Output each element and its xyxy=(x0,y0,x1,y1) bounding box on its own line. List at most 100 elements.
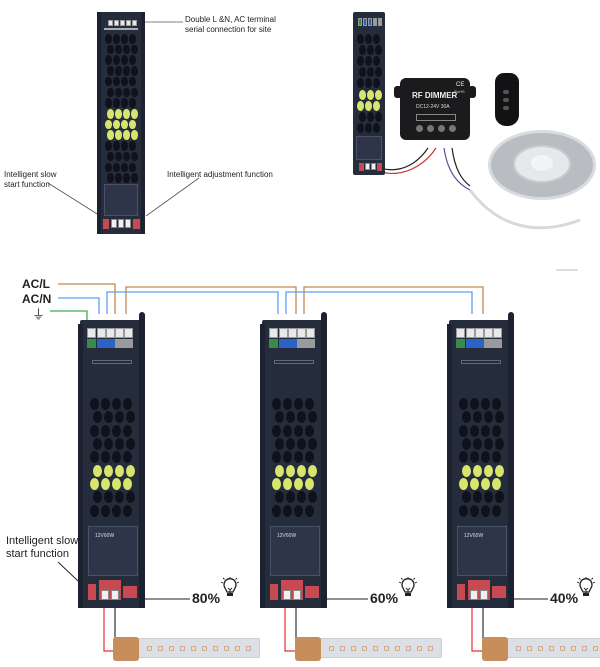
vent-hole xyxy=(296,411,306,424)
vent-hole xyxy=(373,122,380,133)
spec-label xyxy=(356,136,382,160)
vent-hole xyxy=(359,111,366,122)
vent-hole xyxy=(103,464,113,477)
vent-hole xyxy=(274,411,284,424)
vent-hole xyxy=(131,173,138,183)
vent-hole xyxy=(294,451,304,464)
vent-hole xyxy=(307,464,317,477)
live-terminal xyxy=(306,328,315,338)
neutral-terminal xyxy=(279,328,288,338)
led-chip xyxy=(191,646,196,651)
led-driver: 12V60W xyxy=(78,312,145,608)
vent-grid xyxy=(90,398,135,518)
vent-hole xyxy=(481,398,491,410)
vent-hole xyxy=(107,44,114,55)
psu-flange-right xyxy=(139,312,145,608)
led-chip xyxy=(224,646,229,651)
output-terminal-pos xyxy=(283,590,291,600)
led-chip xyxy=(329,646,334,651)
psu-flange-right xyxy=(141,12,145,234)
vent-hole xyxy=(305,504,315,517)
vent-hole xyxy=(461,411,471,424)
vent-hole xyxy=(481,504,491,517)
vent-hole xyxy=(101,504,111,517)
led-chip xyxy=(417,646,422,651)
vent-hole xyxy=(483,464,493,477)
dim-level-3: 40% xyxy=(550,590,579,606)
strip-tail xyxy=(468,189,581,230)
psu-flange-left xyxy=(97,12,101,234)
neutral-terminal-base xyxy=(279,339,297,348)
live-terminal xyxy=(378,18,382,26)
vent-hole xyxy=(357,122,364,133)
vent-hole xyxy=(90,504,100,517)
led-chip xyxy=(428,646,433,651)
vent-hole xyxy=(483,438,493,450)
vent-hole xyxy=(103,411,113,424)
vent-hole xyxy=(121,34,128,44)
earth-icon: ⏚ xyxy=(32,307,46,322)
psu-flange-left xyxy=(78,324,83,608)
ce-mark: CE xyxy=(456,82,465,88)
vent-hole xyxy=(113,98,120,108)
earth-terminal-base xyxy=(87,339,96,348)
earth-terminal xyxy=(87,328,96,338)
neutral-terminal xyxy=(475,328,484,338)
led-chip xyxy=(560,646,565,651)
vent-hole xyxy=(114,491,124,504)
vent-hole xyxy=(375,111,382,122)
dim-level-2: 60% xyxy=(370,590,399,606)
vent-hole xyxy=(90,478,100,490)
vent-hole xyxy=(357,78,364,89)
wire-earth xyxy=(50,310,88,322)
vent-hole xyxy=(129,162,136,173)
vent-hole xyxy=(123,66,130,76)
vent-hole xyxy=(113,141,120,151)
vent-hole xyxy=(373,100,380,111)
vent-hole xyxy=(90,398,100,410)
vent-hole xyxy=(367,67,374,78)
vent-hole xyxy=(105,162,112,173)
vent-hole xyxy=(115,66,122,76)
live-terminal xyxy=(297,328,306,338)
vent-hole xyxy=(114,438,124,450)
wire-live-in xyxy=(58,283,116,314)
neutral-terminal xyxy=(97,328,106,338)
spec-label: 12V60W xyxy=(88,526,138,576)
slow-start-switch xyxy=(270,584,278,600)
vent-hole xyxy=(470,504,480,517)
vent-hole xyxy=(107,173,114,183)
led-chip xyxy=(538,646,543,651)
vent-hole xyxy=(285,491,295,504)
vent-hole xyxy=(123,173,130,183)
slow-start-switch xyxy=(359,163,364,171)
mount-ear xyxy=(468,86,476,98)
vent-hole xyxy=(112,451,122,464)
driver-model: 12V60W xyxy=(277,533,297,539)
output-terminal xyxy=(371,163,376,170)
vent-hole xyxy=(365,34,372,44)
vent-hole xyxy=(272,424,282,437)
vent-hole xyxy=(121,162,128,173)
vent-hole xyxy=(101,478,111,490)
vent-hole xyxy=(101,398,111,410)
vent-hole xyxy=(121,141,128,151)
vent-hole xyxy=(115,151,122,162)
vent-hole xyxy=(92,438,102,450)
vent-hole xyxy=(113,76,120,87)
vent-hole xyxy=(274,491,284,504)
vent-hole xyxy=(294,478,304,490)
vent-hole xyxy=(492,424,502,437)
vent-hole xyxy=(365,56,372,67)
vent-hole xyxy=(483,411,493,424)
vent-hole xyxy=(131,109,138,119)
screw-terminal xyxy=(416,125,423,132)
output-terminal xyxy=(125,219,131,228)
rf-dimmer: RF DIMMER CE RoHS DC12-24V 30A xyxy=(394,78,476,140)
vent-hole xyxy=(113,162,120,173)
vent-hole xyxy=(107,87,114,98)
vent-hole xyxy=(131,44,138,55)
vent-hole xyxy=(129,55,136,66)
led-chip xyxy=(384,646,389,651)
vent-hole xyxy=(494,464,504,477)
